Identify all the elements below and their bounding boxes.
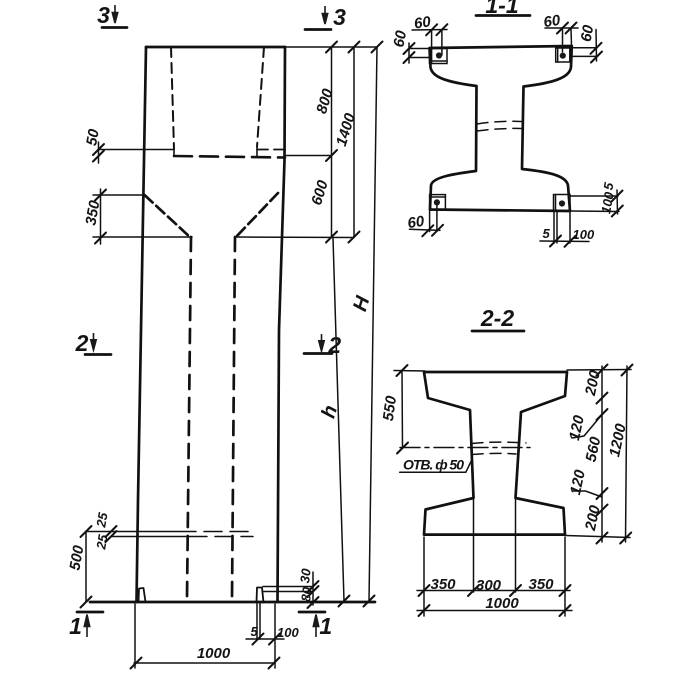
svg-text:100: 100 (573, 227, 595, 242)
svg-text:60: 60 (390, 29, 410, 49)
svg-text:2: 2 (75, 330, 89, 356)
svg-text:25: 25 (93, 511, 111, 530)
svg-text:300: 300 (476, 577, 502, 594)
svg-text:350: 350 (82, 198, 103, 226)
svg-text:5: 5 (251, 624, 259, 639)
svg-text:1-1: 1-1 (485, 0, 518, 18)
svg-text:3: 3 (97, 2, 110, 28)
svg-text:60: 60 (542, 12, 562, 31)
svg-text:1000: 1000 (485, 595, 519, 612)
svg-text:1200: 1200 (606, 422, 630, 459)
svg-text:550: 550 (380, 394, 400, 422)
svg-text:1: 1 (319, 613, 332, 639)
svg-text:2-2: 2-2 (480, 305, 514, 331)
svg-text:800: 800 (313, 86, 337, 116)
svg-text:200: 200 (582, 503, 604, 533)
svg-text:60: 60 (413, 13, 433, 32)
svg-text:120: 120 (566, 413, 588, 442)
svg-text:350: 350 (430, 576, 456, 593)
svg-text:5: 5 (600, 181, 616, 191)
svg-text:80: 80 (298, 586, 315, 603)
svg-text:30: 30 (297, 567, 314, 584)
svg-text:50: 50 (83, 127, 103, 147)
svg-text:5: 5 (543, 226, 551, 241)
svg-text:25: 25 (93, 533, 111, 552)
svg-text:60: 60 (406, 213, 426, 232)
svg-text:60: 60 (578, 23, 598, 43)
svg-text:3: 3 (333, 4, 346, 30)
svg-text:500: 500 (66, 543, 87, 571)
svg-text:560: 560 (583, 435, 605, 464)
svg-text:ОТВ. ф 50: ОТВ. ф 50 (403, 457, 464, 473)
svg-text:H: H (349, 293, 374, 314)
svg-text:200: 200 (582, 368, 604, 398)
svg-text:120: 120 (567, 468, 589, 497)
svg-text:100: 100 (277, 625, 299, 640)
svg-text:600: 600 (308, 178, 332, 208)
svg-text:1: 1 (69, 613, 82, 639)
svg-text:1000: 1000 (197, 645, 231, 662)
svg-text:100: 100 (598, 190, 617, 215)
svg-text:2: 2 (327, 332, 341, 358)
svg-text:350: 350 (528, 576, 554, 593)
